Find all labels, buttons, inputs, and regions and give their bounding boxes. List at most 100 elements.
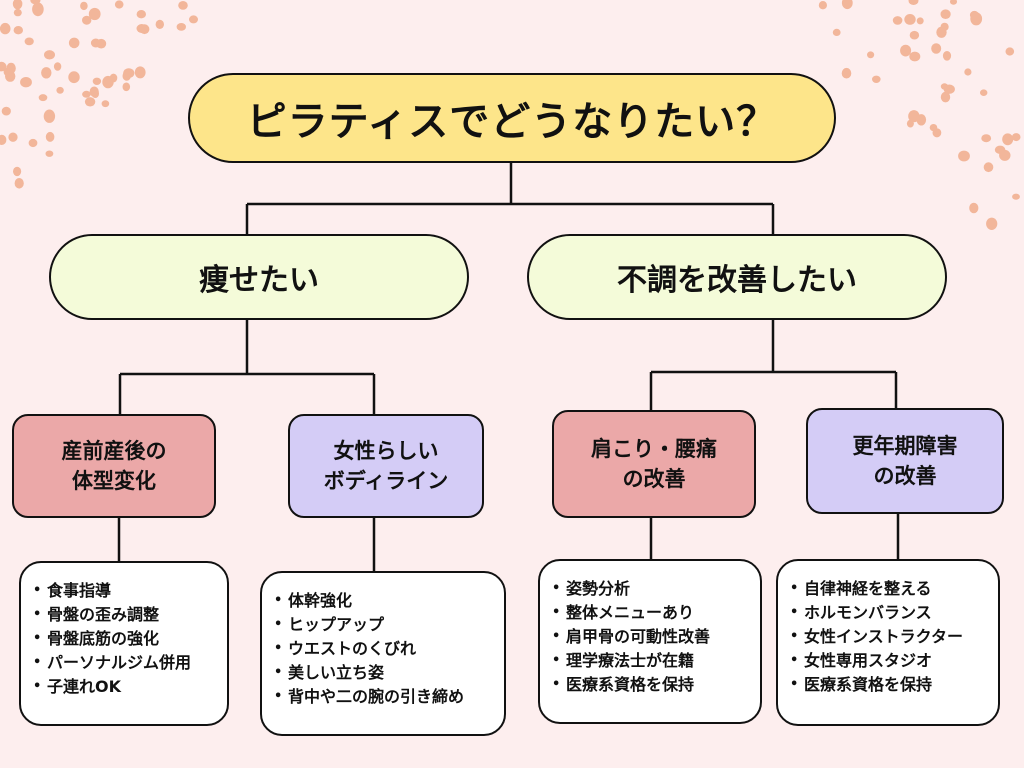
- list-item: 肩甲骨の可動性改善: [552, 625, 760, 649]
- decorative-dot: [20, 77, 32, 88]
- decorative-dot: [102, 75, 114, 89]
- decorative-dot: [189, 15, 198, 24]
- category-shoulder-back: 肩こり・腰痛 の改善: [552, 410, 756, 518]
- diagram-title: ピラティスでどうなりたい？: [188, 73, 836, 163]
- decorative-dot: [45, 150, 54, 157]
- decorative-dot: [82, 15, 92, 25]
- decorative-dot: [940, 22, 949, 31]
- decorative-dot: [1, 106, 11, 116]
- list-item: ホルモンバランス: [790, 601, 998, 625]
- decorative-dot: [13, 166, 22, 177]
- decorative-dot: [13, 8, 22, 17]
- decorative-dot: [45, 131, 55, 142]
- decorative-dot: [68, 71, 80, 84]
- decorative-dot: [32, 2, 44, 17]
- decorative-dot: [872, 75, 881, 84]
- decorative-dot: [41, 67, 52, 79]
- list-item: 医療系資格を保持: [552, 673, 760, 697]
- decorative-dot: [6, 62, 16, 74]
- list-item: 女性インストラクター: [790, 625, 998, 649]
- list-item: 美しい立ち姿: [274, 661, 504, 685]
- decorative-dot: [0, 22, 11, 35]
- decorative-dot: [994, 145, 1006, 154]
- decorative-dot: [38, 94, 48, 102]
- decorative-dot: [14, 178, 24, 189]
- list-postpartum: 食事指導 骨盤の歪み調整 骨盤底筋の強化 パーソナルジム併用 子連れOK: [19, 561, 229, 726]
- decorative-dot: [841, 67, 852, 79]
- decorative-dot: [136, 10, 146, 19]
- list-item: パーソナルジム併用: [33, 651, 227, 675]
- decorative-dot: [176, 23, 186, 31]
- decorative-dot: [909, 51, 921, 62]
- decorative-dot: [916, 114, 927, 126]
- decorative-dot: [96, 38, 107, 49]
- decorative-dot: [906, 119, 914, 128]
- decorative-dot: [867, 51, 875, 59]
- decorative-dot: [136, 24, 147, 33]
- decorative-dot: [983, 162, 994, 173]
- decorative-dot: [109, 73, 118, 83]
- decorative-dot: [123, 68, 135, 78]
- decorative-dot: [1011, 133, 1021, 142]
- decorative-dot: [932, 128, 942, 138]
- list-item: 医療系資格を保持: [790, 673, 998, 697]
- list-item: 自律神経を整える: [790, 577, 998, 601]
- goal-improve-condition: 不調を改善したい: [527, 234, 947, 320]
- decorative-dot: [24, 37, 34, 46]
- decorative-dot: [13, 26, 23, 35]
- decorative-dot: [900, 44, 912, 57]
- list-bodyline: 体幹強化 ヒップアップ ウエストのくびれ 美しい立ち姿 背中や二の腕の引き締め: [260, 571, 506, 736]
- list-item: 背中や二の腕の引き締め: [274, 685, 504, 709]
- goal-lose-weight: 痩せたい: [49, 234, 469, 320]
- decorative-dot: [8, 132, 18, 142]
- decorative-dot: [1002, 133, 1014, 146]
- decorative-dot: [909, 30, 920, 40]
- list-item: 理学療法士が在籍: [552, 649, 760, 673]
- decorative-dot: [981, 134, 992, 143]
- decorative-dot: [892, 16, 903, 25]
- decorative-dot: [82, 90, 91, 98]
- category-menopause: 更年期障害 の改善: [806, 408, 1004, 514]
- decorative-dot: [964, 68, 972, 76]
- decorative-dot: [12, 0, 23, 10]
- list-item: ヒップアップ: [274, 613, 504, 637]
- decorative-dot: [940, 83, 949, 90]
- decorative-dot: [940, 9, 951, 19]
- decorative-dot: [908, 110, 920, 123]
- list-item: 体幹強化: [274, 589, 504, 613]
- decorative-dot: [980, 89, 988, 96]
- decorative-dot: [936, 26, 947, 38]
- list-item: 骨盤底筋の強化: [33, 627, 227, 651]
- decorative-dot: [986, 217, 998, 230]
- decorative-dot: [92, 77, 102, 86]
- decorative-dot: [114, 0, 124, 9]
- decorative-dot: [916, 17, 924, 25]
- category-postpartum: 産前産後の 体型変化: [12, 414, 216, 518]
- decorative-dot: [950, 0, 957, 5]
- decorative-dot: [68, 37, 80, 49]
- decorative-dot: [101, 100, 110, 108]
- decorative-dot: [5, 70, 16, 82]
- decorative-dot: [80, 1, 88, 11]
- decorative-dot: [841, 0, 853, 10]
- decorative-dot: [999, 149, 1011, 161]
- decorative-dot: [0, 134, 7, 145]
- decorative-dot: [53, 62, 62, 71]
- list-item: 食事指導: [33, 579, 227, 603]
- decorative-dot: [44, 50, 55, 60]
- decorative-dot: [84, 97, 96, 107]
- decorative-dot: [818, 1, 828, 10]
- list-menopause: 自律神経を整える ホルモンバランス 女性インストラクター 女性専用スタジオ 医療…: [776, 559, 1000, 726]
- decorative-dot: [969, 10, 979, 20]
- decorative-dot: [122, 82, 131, 92]
- decorative-dot: [0, 61, 7, 72]
- category-bodyline: 女性らしい ボディライン: [288, 414, 484, 518]
- decorative-dot: [88, 7, 101, 21]
- decorative-dot: [940, 91, 951, 103]
- list-item: 姿勢分析: [552, 577, 760, 601]
- decorative-dot: [3, 67, 12, 77]
- decorative-dot: [56, 86, 64, 94]
- decorative-dot: [122, 71, 131, 81]
- decorative-dot: [1012, 193, 1020, 200]
- decorative-dot: [908, 0, 919, 5]
